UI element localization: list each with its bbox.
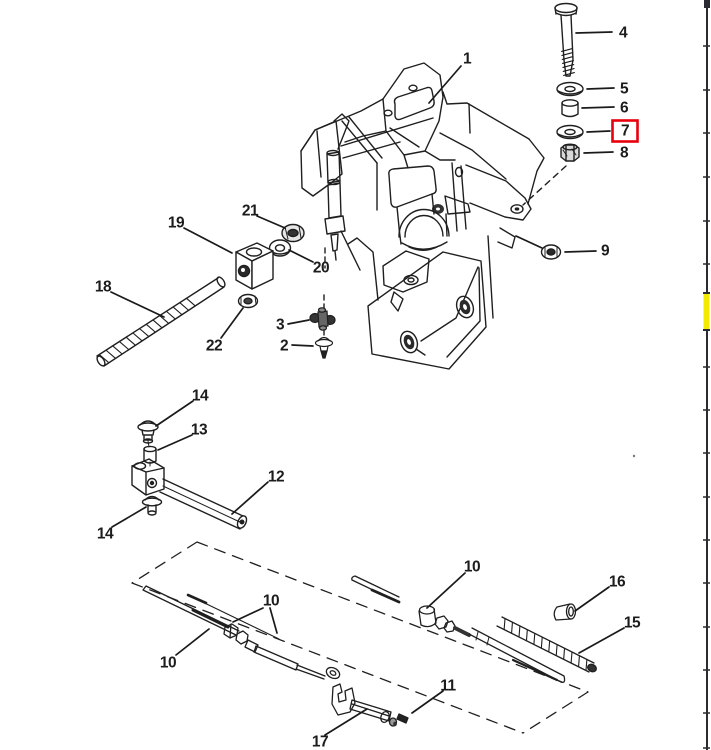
part-13-spacer [143, 445, 157, 464]
part-10-cable-right [351, 575, 566, 684]
anchor-group [309, 307, 336, 359]
bolt-stack-group [522, 2, 584, 260]
part-4-bolt [554, 2, 578, 77]
part-2-screw [314, 336, 334, 359]
part-7-washer [556, 124, 584, 140]
part-3-clamp [309, 307, 336, 331]
highlight-box [611, 119, 639, 143]
part-8-locknut [560, 143, 580, 162]
callout-12: 12 [268, 469, 284, 486]
callout-10: 10 [263, 593, 279, 610]
part-15-threaded-rod [496, 616, 597, 673]
page-edge-ruler [703, 0, 710, 750]
callout-15: 15 [624, 615, 641, 632]
callout-14: 14 [97, 526, 114, 543]
part-22-nut [237, 293, 259, 309]
part-11-pin [396, 713, 409, 724]
callout-1: 1 [463, 51, 472, 68]
callout-20: 20 [313, 260, 329, 277]
callout-6: 6 [620, 100, 629, 117]
callout-8: 8 [620, 145, 629, 162]
part-21-nut [281, 223, 305, 243]
callout-10: 10 [464, 559, 480, 576]
callout-3: 3 [276, 317, 285, 334]
callout-16: 16 [609, 574, 626, 591]
callout-18: 18 [95, 279, 112, 296]
row-highlight [703, 293, 710, 330]
part-17-anchor-bracket [331, 683, 398, 727]
callout-19: 19 [168, 215, 185, 232]
callout-17: 17 [312, 734, 328, 750]
part-9-nut [540, 244, 562, 260]
callout-21: 21 [242, 203, 259, 220]
mounting-plane-dashed-outline [131, 541, 589, 734]
stud-group [96, 223, 305, 367]
callout-2: 2 [280, 338, 288, 355]
part-14-bolt-lower [141, 495, 163, 516]
leader-lines [110, 31, 625, 736]
callout-11: 11 [440, 678, 456, 695]
part-14-bolt-upper [137, 420, 159, 444]
part-6-spacer [561, 99, 579, 118]
part-10-cable-left [142, 585, 341, 680]
part-12-link [131, 458, 248, 530]
assembly-axis-dashed-line [522, 165, 567, 206]
callout-7-highlighted: 7 [621, 123, 629, 140]
part-18-stud [96, 276, 226, 367]
part-1-bracket-drawing [300, 62, 545, 370]
callout-layer: 1456789211920182232141312141010101117151… [95, 25, 642, 750]
callout-13: 13 [191, 422, 208, 439]
callout-4: 4 [619, 25, 628, 42]
link-group [131, 420, 248, 530]
callout-10: 10 [160, 655, 176, 672]
cable-group [131, 454, 636, 734]
part-19-block [235, 242, 274, 290]
part-5-washer [556, 81, 584, 97]
callout-5: 5 [620, 81, 629, 98]
stray-dot [632, 454, 636, 458]
part-16-bushing [553, 603, 577, 621]
callout-14: 14 [192, 388, 209, 405]
callout-9: 9 [601, 243, 610, 260]
callout-22: 22 [206, 338, 222, 355]
